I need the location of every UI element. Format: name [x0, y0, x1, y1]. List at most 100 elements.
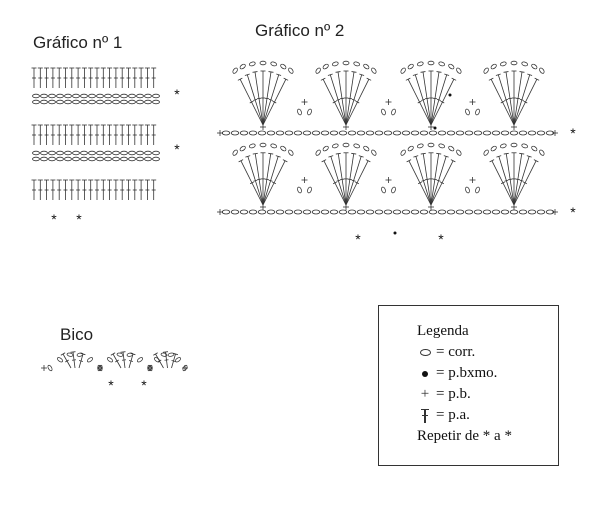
- chain-stitch: [446, 130, 456, 136]
- chain-stitch: [72, 150, 80, 156]
- double-crochet: [70, 351, 77, 369]
- chain-stitch: [311, 130, 321, 136]
- double-crochet: [345, 73, 365, 126]
- double-crochet: [412, 73, 432, 126]
- chain-stitch: [275, 209, 285, 215]
- chain-stitch: [64, 156, 72, 162]
- double-crochet: [128, 352, 136, 369]
- chain-stitch: [280, 145, 287, 152]
- chain-stitch: [120, 156, 128, 162]
- double-crochet: [144, 124, 150, 145]
- double-crochet: [60, 352, 72, 369]
- chain-stitch: [500, 130, 510, 136]
- double-crochet: [132, 124, 138, 145]
- chain-stitch: [32, 156, 40, 162]
- double-crochet: [513, 77, 540, 126]
- chain-stitch: [391, 186, 396, 194]
- chain-stitch: [356, 130, 366, 136]
- chain-stitch: [270, 143, 277, 149]
- chain-stitch: [86, 357, 94, 363]
- double-crochet: [37, 179, 43, 200]
- double-crochet: [511, 70, 517, 125]
- chain-stitch: [456, 149, 462, 156]
- double-crochet: [430, 155, 449, 206]
- repeat-marker: *: [438, 231, 444, 247]
- double-crochet: [100, 124, 106, 145]
- chain-stitch: [152, 99, 160, 105]
- chain-stitch: [88, 93, 96, 99]
- double-crochet: [100, 179, 106, 200]
- double-crochet: [238, 159, 264, 206]
- double-crochet: [107, 124, 113, 145]
- chain-stitch: [374, 209, 384, 215]
- double-crochet: [50, 67, 56, 88]
- double-crochet: [110, 352, 122, 369]
- chain-stitch: [152, 93, 160, 99]
- chain-stitch: [56, 93, 64, 99]
- double-crochet: [63, 67, 68, 88]
- chain-stitch: [136, 156, 144, 162]
- chain-stitch: [371, 149, 377, 156]
- repeat-marker: *: [76, 211, 82, 227]
- chain-stitch: [391, 108, 396, 116]
- chain-stitch: [144, 93, 152, 99]
- single-crochet: [385, 99, 392, 105]
- chain-stitch: [147, 364, 153, 372]
- chain-stitch: [491, 130, 501, 136]
- chain-stitch: [288, 67, 294, 74]
- double-crochet: [144, 179, 150, 200]
- chain-stitch: [392, 130, 402, 136]
- chain-stitch: [112, 156, 120, 162]
- chain-stitch: [527, 130, 537, 136]
- double-crochet: [44, 67, 50, 88]
- legend-repeat: Repetir de * a *: [417, 428, 512, 444]
- chain-stitch: [438, 61, 445, 67]
- chain-stitch: [347, 209, 357, 215]
- double-crochet: [262, 71, 274, 126]
- chain-stitch: [249, 61, 256, 67]
- chain-stitch: [400, 149, 406, 156]
- double-crochet: [100, 67, 106, 88]
- chain-stitch: [483, 67, 489, 74]
- chain-stitch: [284, 130, 294, 136]
- chain-stitch: [311, 209, 321, 215]
- chain-stitch: [539, 149, 545, 156]
- double-crochet: [496, 155, 515, 206]
- double-crochet: [119, 179, 125, 200]
- legend-label: = corr.: [436, 344, 476, 360]
- single-crochet: [182, 365, 188, 371]
- double-crochet: [151, 179, 157, 200]
- chain-stitch: [521, 143, 528, 149]
- chain-stitch: [536, 130, 546, 136]
- chain-stitch: [482, 130, 492, 136]
- chain-stitch: [284, 209, 294, 215]
- repeat-marker: *: [174, 86, 180, 102]
- double-crochet: [107, 67, 113, 88]
- edge-diagram: **: [41, 351, 188, 393]
- single-crochet: [260, 204, 266, 210]
- chain-stitch: [448, 63, 455, 70]
- legend-label: = p.a.: [436, 407, 470, 423]
- chain-stitch: [464, 209, 474, 215]
- chain-stitch: [40, 93, 48, 99]
- chain-stitch: [500, 61, 507, 67]
- repeat-marker: *: [570, 125, 576, 141]
- chain-stitch: [297, 186, 302, 194]
- double-crochet: [430, 71, 442, 126]
- chain-stitch: [293, 209, 303, 215]
- double-crochet: [132, 179, 138, 200]
- legend-label: = p.b.: [436, 386, 471, 402]
- chain-stitch: [302, 130, 312, 136]
- double-crochet: [345, 71, 357, 126]
- slip-stitch: [448, 93, 452, 97]
- chain-stitch: [120, 93, 128, 99]
- double-crochet: [321, 159, 347, 206]
- chain-stitch: [48, 150, 56, 156]
- chain-stitch: [88, 99, 96, 105]
- chain-stitch: [97, 364, 103, 372]
- chart2-title: Gráfico nº 2: [255, 21, 345, 40]
- double-crochet: [406, 159, 432, 206]
- double-crochet: [75, 124, 81, 145]
- chain-stitch: [257, 209, 267, 215]
